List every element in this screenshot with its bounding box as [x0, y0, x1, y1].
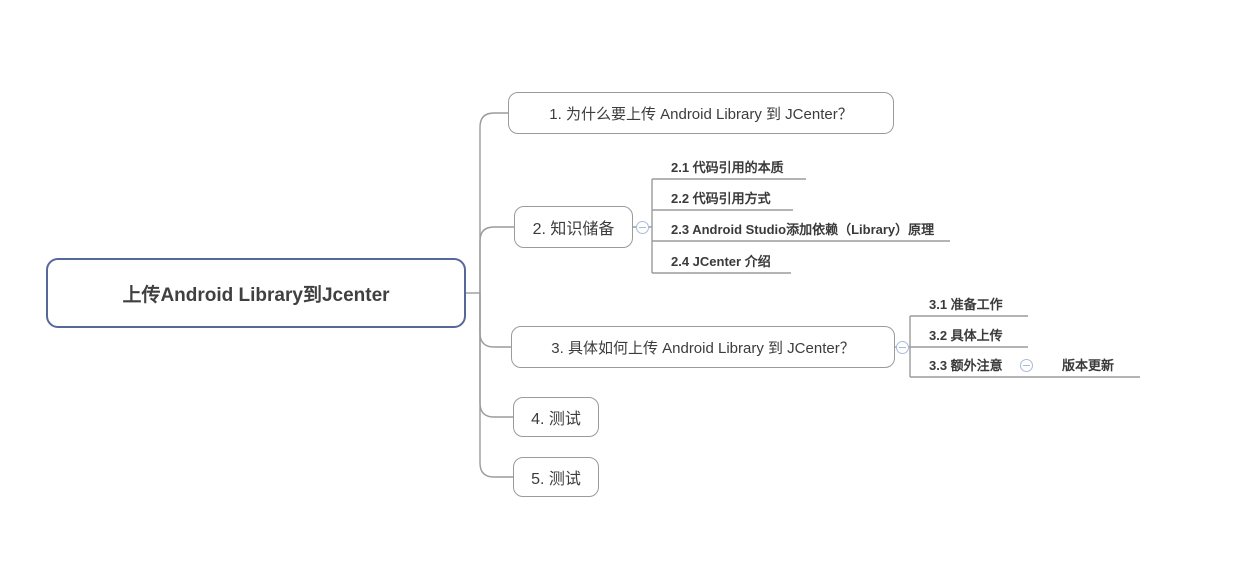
- connector-branch-2: [479, 226, 514, 293]
- leaf-node-2-1-label: 2.1 代码引用的本质: [671, 160, 784, 175]
- leaf-node-2-1[interactable]: 2.1 代码引用的本质: [671, 157, 784, 178]
- leaf-node-3-3-label: 3.3 额外注意: [929, 358, 1003, 373]
- branch-node-2[interactable]: 2. 知识储备: [514, 206, 633, 248]
- leaf-node-2-4[interactable]: 2.4 JCenter 介绍: [671, 251, 771, 272]
- leaf-node-2-4-label: 2.4 JCenter 介绍: [671, 254, 771, 269]
- leaf-node-2-2-label: 2.2 代码引用方式: [671, 191, 771, 206]
- branch-node-4-label: 4. 测试: [531, 411, 581, 428]
- leaf-node-3-1-label: 3.1 准备工作: [929, 297, 1003, 312]
- leaf-node-2-3[interactable]: 2.3 Android Studio添加依赖（Library）原理: [671, 219, 934, 240]
- branch-node-1[interactable]: 1. 为什么要上传 Android Library 到 JCenter？: [508, 92, 894, 134]
- leaf-node-3-3-1-label: 版本更新: [1062, 358, 1115, 373]
- connector-branch-5: [479, 293, 513, 478]
- branch-node-5[interactable]: 5. 测试: [513, 457, 599, 497]
- branch-node-2-label: 2. 知识储备: [532, 221, 615, 238]
- connector-branch-3: [479, 293, 511, 348]
- branch-node-5-label: 5. 测试: [531, 471, 581, 488]
- leaf-node-3-3[interactable]: 3.3 额外注意: [929, 355, 1003, 376]
- leaf-node-2-2[interactable]: 2.2 代码引用方式: [671, 188, 771, 209]
- leaf-node-3-1[interactable]: 3.1 准备工作: [929, 294, 1003, 315]
- branch-node-3-label: 3. 具体如何上传 Android Library 到 JCenter？: [551, 339, 855, 357]
- leaf-node-3-2[interactable]: 3.2 具体上传: [929, 325, 1003, 346]
- collapse-minus-icon-branch-2[interactable]: [636, 221, 649, 234]
- branch-node-4[interactable]: 4. 测试: [513, 397, 599, 437]
- collapse-minus-icon-branch-3[interactable]: [896, 341, 909, 354]
- connector-branch-1: [479, 112, 508, 293]
- leaf-node-3-3-1[interactable]: 版本更新: [1062, 355, 1114, 376]
- collapse-minus-icon-branch-3-3[interactable]: [1020, 359, 1033, 372]
- branch-node-1-label: 1. 为什么要上传 Android Library 到 JCenter？: [549, 105, 853, 123]
- root-node-label: 上传Android Library到Jcenter: [122, 284, 390, 306]
- leaf-node-2-3-label: 2.3 Android Studio添加依赖（Library）原理: [671, 222, 935, 237]
- branch-node-3[interactable]: 3. 具体如何上传 Android Library 到 JCenter？: [511, 326, 895, 368]
- root-node[interactable]: 上传Android Library到Jcenter: [46, 258, 466, 328]
- leaf-node-3-2-label: 3.2 具体上传: [929, 328, 1003, 343]
- connector-branch-4: [479, 293, 513, 418]
